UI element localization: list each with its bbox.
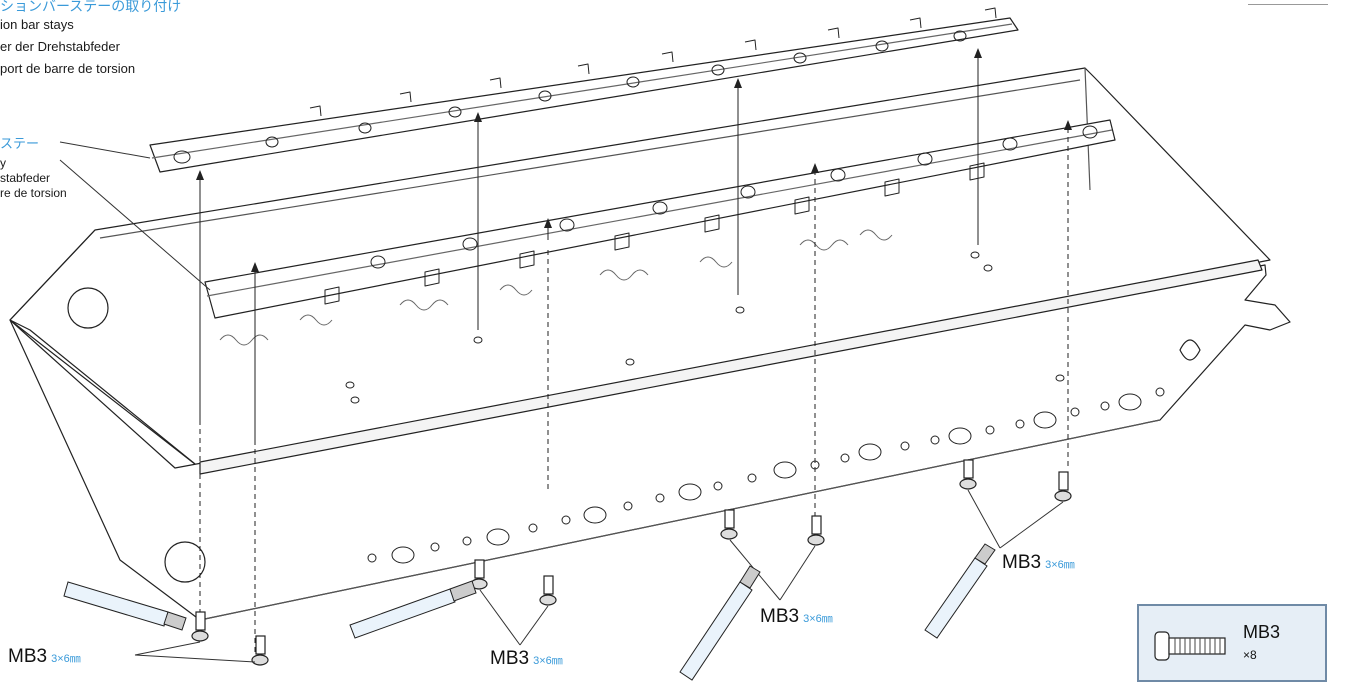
- arrow-heads: [196, 48, 1072, 272]
- screw-label-size: 3×6㎜: [1045, 559, 1075, 571]
- screw-icon: [539, 575, 557, 606]
- screw-icon: [720, 509, 738, 540]
- callout-japanese: ステー: [0, 136, 40, 151]
- callout-leader: [59, 141, 211, 291]
- floor-holes: [345, 251, 1065, 404]
- screw-icon: [191, 611, 209, 642]
- rear-stay-holes: [173, 7, 997, 164]
- hull-side-plate: [9, 264, 1291, 621]
- callout-line-3: re de torsion: [0, 186, 67, 200]
- screw-label-name: MB3: [490, 648, 530, 669]
- callout-line-2: stabfeder: [0, 171, 51, 185]
- floor-rivet-marks: [219, 229, 893, 346]
- cement-tube-icon: [63, 581, 187, 631]
- screw-label-name: MB3: [1002, 552, 1042, 573]
- page-corner-tab: [1248, 0, 1328, 5]
- cement-tube-icon: [924, 543, 996, 639]
- front-stay-holes: [324, 125, 1098, 305]
- cement-tube-icon: [349, 580, 477, 639]
- screw-icon: [470, 559, 488, 590]
- side-plate-holes: [367, 387, 1165, 564]
- title-german: er der Drehstabfeder: [0, 39, 120, 54]
- parts-box-label: MB3: [1243, 622, 1281, 642]
- screw-label-size: 3×6㎜: [533, 655, 563, 667]
- cement-tube-icon: [679, 565, 761, 681]
- cement-tube-icons: [63, 543, 996, 681]
- alignment-guides: [199, 55, 1069, 660]
- callout-line-1: y: [0, 156, 6, 170]
- screw-label-name: MB3: [8, 646, 48, 667]
- screw-icon: [807, 515, 825, 546]
- screw-icon: [959, 459, 977, 490]
- torsion-bar-stay-front: [204, 119, 1116, 319]
- screw-side-icon: [1154, 631, 1226, 661]
- screw-icon: [1054, 471, 1072, 502]
- screw-label-size: 3×6㎜: [803, 613, 833, 625]
- screw-label-name: MB3: [760, 606, 800, 627]
- title-english: ion bar stays: [0, 17, 74, 32]
- title-french: port de barre de torsion: [0, 61, 136, 76]
- screw-icon: [251, 635, 269, 666]
- title-japanese: ションバーステーの取り付け: [0, 0, 182, 14]
- parts-list-box: MB3 ×8: [1137, 604, 1327, 682]
- parts-box-quantity: ×8: [1243, 648, 1257, 662]
- screw-icons: [191, 459, 1072, 666]
- torsion-bar-stay-rear: [149, 17, 1019, 173]
- screw-label-size: 3×6㎜: [51, 653, 81, 665]
